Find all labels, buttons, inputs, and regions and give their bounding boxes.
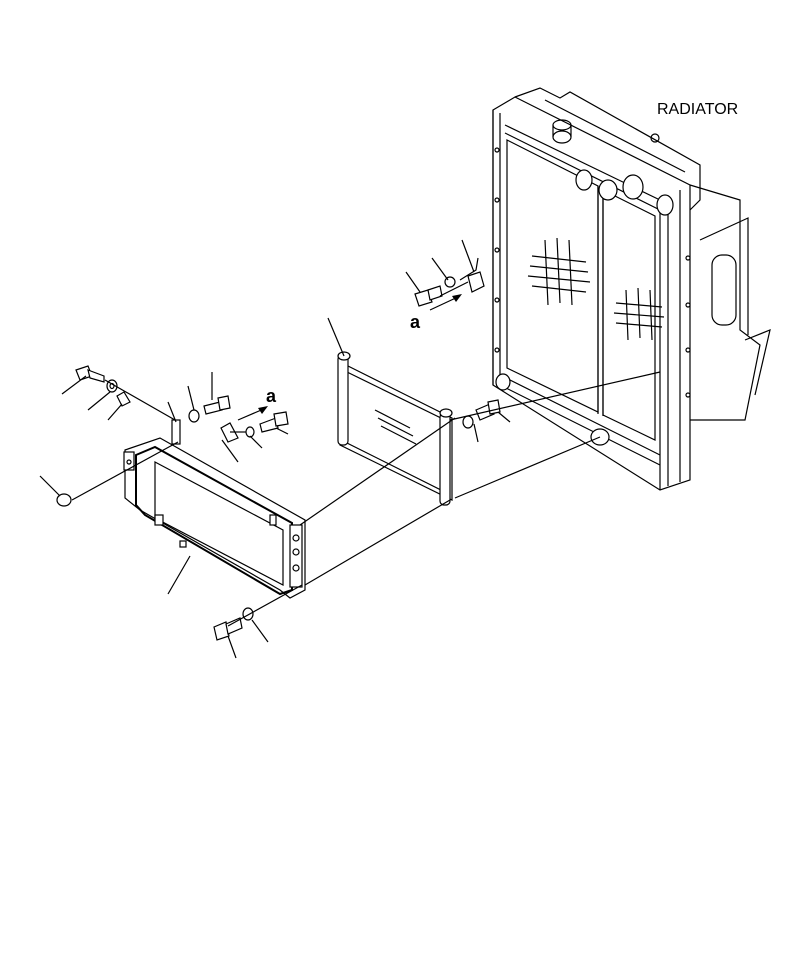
radiator-title: RADIATOR — [657, 101, 738, 118]
svg-text:a: a — [410, 312, 421, 332]
washer-center-left — [188, 409, 200, 423]
condenser-frame — [123, 437, 306, 599]
bracket-upper-right — [459, 257, 485, 293]
washer-bottom — [242, 607, 254, 621]
bolt-center-left — [203, 395, 231, 415]
washer-right-center — [462, 415, 474, 429]
washer-center — [245, 426, 255, 438]
bolt-upper-right — [414, 285, 443, 307]
knob-left — [56, 493, 72, 507]
assembly-lines — [71, 281, 661, 627]
leader-lines — [39, 239, 511, 659]
bracket-center — [220, 422, 239, 443]
clip-upper-left — [116, 391, 131, 407]
radiator-assembly — [492, 87, 771, 491]
bolt-center — [259, 411, 289, 433]
arrow-mark-a-center: a — [237, 386, 277, 421]
bolt-bottom — [213, 617, 243, 641]
bolt-upper-left — [75, 365, 105, 383]
arrow-mark-a-right: a — [410, 294, 462, 332]
oil-cooler — [337, 351, 453, 506]
svg-text:a: a — [266, 386, 277, 406]
bracket-left — [171, 419, 181, 445]
